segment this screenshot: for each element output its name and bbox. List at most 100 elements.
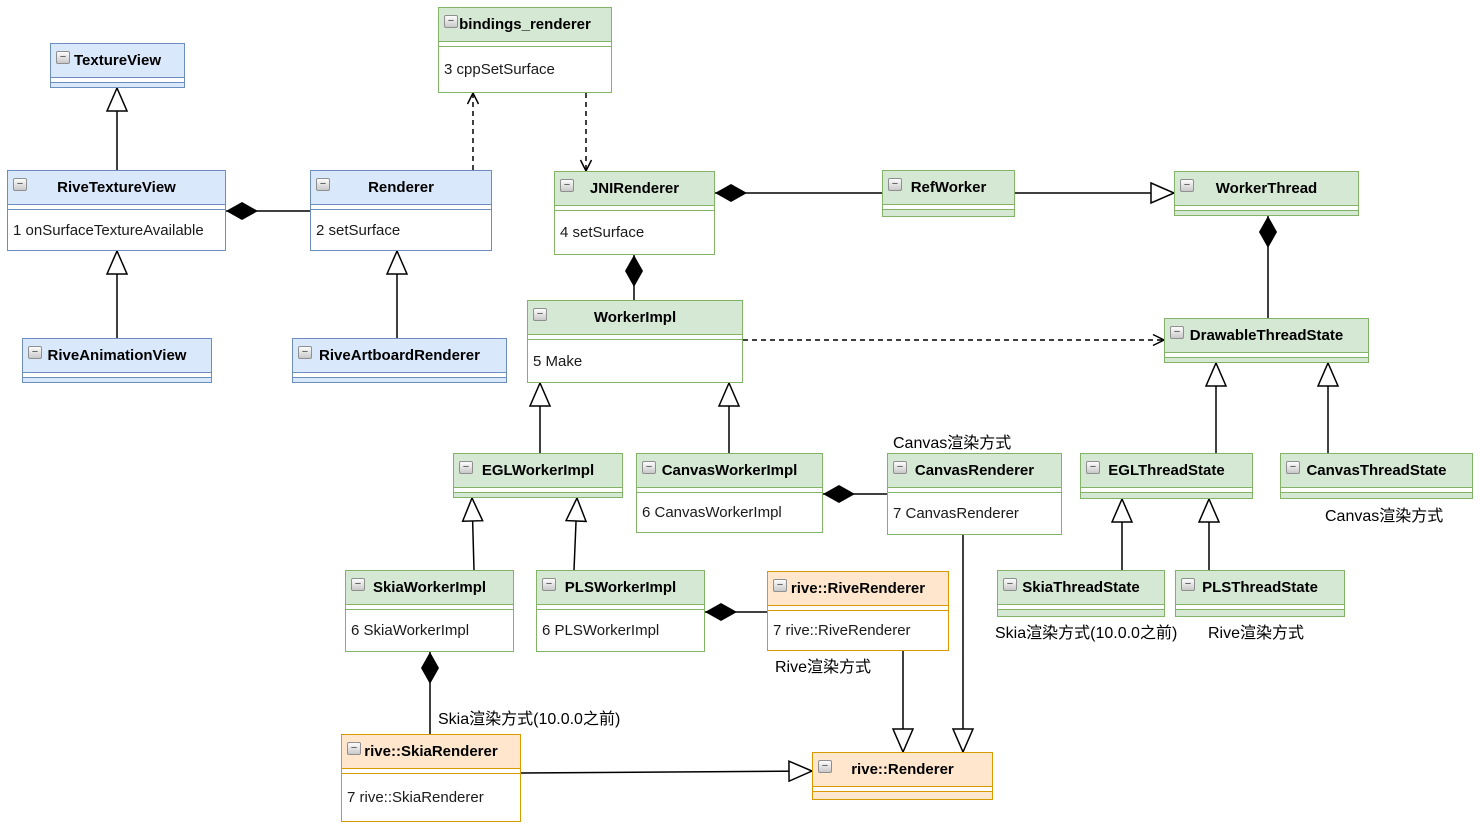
collapse-icon[interactable]: −: [818, 760, 832, 773]
collapse-icon[interactable]: −: [1170, 326, 1184, 339]
class-title: PLSWorkerImpl: [564, 579, 677, 596]
class-header: −EGLWorkerImpl: [454, 454, 622, 488]
collapse-icon[interactable]: −: [542, 578, 556, 591]
class-header: −RiveArtboardRenderer: [293, 339, 506, 373]
annotation-label: Skia渲染方式(10.0.0之前): [438, 711, 621, 728]
class-box-canvasrenderer: −CanvasRenderer 7 CanvasRenderer: [887, 453, 1062, 535]
class-method: 5 Make: [528, 340, 742, 382]
class-header: −SkiaWorkerImpl: [346, 571, 513, 605]
class-title: CanvasRenderer: [914, 462, 1035, 479]
class-header: −bindings_renderer: [439, 8, 611, 42]
collapse-icon[interactable]: −: [28, 346, 42, 359]
collapse-icon[interactable]: −: [347, 742, 361, 755]
methods-compartment: [1281, 493, 1472, 498]
collapse-icon[interactable]: −: [533, 308, 547, 321]
class-box-eglthreadstate: −EGLThreadState: [1080, 453, 1253, 499]
class-header: −rive::SkiaRenderer: [342, 735, 520, 769]
attributes-compartment: [768, 606, 948, 611]
collapse-icon[interactable]: −: [1180, 179, 1194, 192]
class-box-eglworkerimpl: −EGLWorkerImpl: [453, 453, 623, 498]
attributes-compartment: [439, 42, 611, 47]
attributes-compartment: [528, 335, 742, 340]
class-title: WorkerThread: [1215, 180, 1318, 197]
class-header: − JNIRenderer: [555, 172, 714, 206]
class-title: RiveAnimationView: [47, 347, 187, 364]
class-method: 7 CanvasRenderer: [888, 493, 1061, 534]
class-header: −CanvasWorkerImpl: [637, 454, 822, 488]
edges-layer: [117, 88, 1328, 773]
attributes-compartment: [813, 787, 992, 792]
class-header: −WorkerImpl: [528, 301, 742, 335]
class-header: − WorkerThread: [1175, 172, 1358, 206]
class-method: 2 setSurface: [311, 210, 491, 250]
attributes-compartment: [8, 205, 225, 210]
class-title: RefWorker: [910, 179, 987, 196]
attributes-compartment: [1176, 605, 1344, 610]
collapse-icon[interactable]: −: [444, 15, 458, 28]
class-header: −CanvasRenderer: [888, 454, 1061, 488]
class-method: 7 rive::RiveRenderer: [768, 611, 948, 650]
class-method: 3 cppSetSurface: [439, 47, 611, 92]
class-title: TextureView: [74, 52, 161, 69]
class-box-refworker: −RefWorker: [882, 170, 1015, 217]
collapse-icon[interactable]: −: [316, 178, 330, 191]
attributes-compartment: [346, 605, 513, 610]
class-box-workerthread: − WorkerThread: [1174, 171, 1359, 216]
class-method: 1 onSurfaceTextureAvailable: [8, 210, 225, 250]
class-method: 7 rive::SkiaRenderer: [342, 774, 520, 821]
collapse-icon[interactable]: −: [1286, 461, 1300, 474]
attributes-compartment: [537, 605, 704, 610]
class-header: −PLSThreadState: [1176, 571, 1344, 605]
class-header: −DrawableThreadState: [1165, 319, 1368, 353]
class-box-riveartboardrenderer: −RiveArtboardRenderer: [292, 338, 507, 383]
methods-compartment: [998, 610, 1164, 616]
methods-compartment: [813, 792, 992, 799]
collapse-icon[interactable]: −: [1003, 578, 1017, 591]
attributes-compartment: [1281, 488, 1472, 493]
class-title: rive::Renderer: [851, 761, 954, 778]
class-header: −RiveAnimationView: [23, 339, 211, 373]
class-title: Renderer: [368, 179, 434, 196]
class-header: −PLSWorkerImpl: [537, 571, 704, 605]
collapse-icon[interactable]: −: [888, 178, 902, 191]
class-header: −TextureView: [51, 44, 184, 78]
methods-compartment: [51, 83, 184, 87]
collapse-icon[interactable]: −: [13, 178, 27, 191]
methods-compartment: [293, 378, 506, 382]
class-box-skiathreadstate: −SkiaThreadState: [997, 570, 1165, 617]
attributes-compartment: [454, 488, 622, 493]
collapse-icon[interactable]: −: [1181, 578, 1195, 591]
attributes-compartment: [293, 373, 506, 378]
class-header: −EGLThreadState: [1081, 454, 1252, 488]
collapse-icon[interactable]: −: [459, 461, 473, 474]
collapse-icon[interactable]: −: [773, 579, 787, 592]
class-box-plsthreadstate: −PLSThreadState: [1175, 570, 1345, 617]
collapse-icon[interactable]: −: [642, 461, 656, 474]
class-title: JNIRenderer: [589, 180, 680, 197]
class-title: SkiaWorkerImpl: [372, 579, 487, 596]
collapse-icon[interactable]: −: [351, 578, 365, 591]
collapse-icon[interactable]: −: [56, 51, 70, 64]
class-header: −rive::RiveRenderer: [768, 572, 948, 606]
attributes-compartment: [998, 605, 1164, 610]
methods-compartment: [1176, 610, 1344, 616]
collapse-icon[interactable]: −: [1086, 461, 1100, 474]
class-header: −RefWorker: [883, 171, 1014, 205]
annotation-label: Canvas渲染方式: [893, 435, 1012, 452]
collapse-icon[interactable]: −: [560, 179, 574, 192]
class-box-canvasthreadstate: −CanvasThreadState: [1280, 453, 1473, 499]
class-title: PLSThreadState: [1202, 579, 1318, 596]
collapse-icon[interactable]: −: [893, 461, 907, 474]
class-title: bindings_renderer: [459, 16, 591, 33]
attributes-compartment: [51, 78, 184, 83]
class-title: rive::SkiaRenderer: [364, 743, 498, 760]
attributes-compartment: [555, 206, 714, 211]
collapse-icon[interactable]: −: [298, 346, 312, 359]
